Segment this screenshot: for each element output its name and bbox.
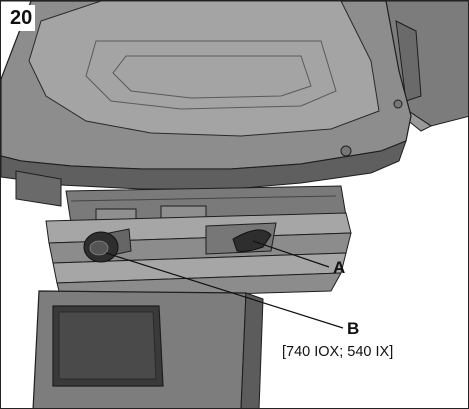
leader-lines	[105, 240, 344, 329]
leader-line-b	[105, 252, 344, 329]
seat-column	[32, 290, 264, 408]
callout-label-a: A	[333, 258, 346, 277]
callout-b-model-note: [740 IOX; 540 IX]	[282, 344, 394, 360]
suspension-bellows	[45, 212, 352, 300]
callout-label-b: B	[347, 319, 360, 338]
leader-line-a	[252, 240, 330, 268]
lever-a	[205, 222, 277, 255]
seat-cushion	[1, 1, 412, 190]
figure-number: 20	[7, 5, 36, 31]
